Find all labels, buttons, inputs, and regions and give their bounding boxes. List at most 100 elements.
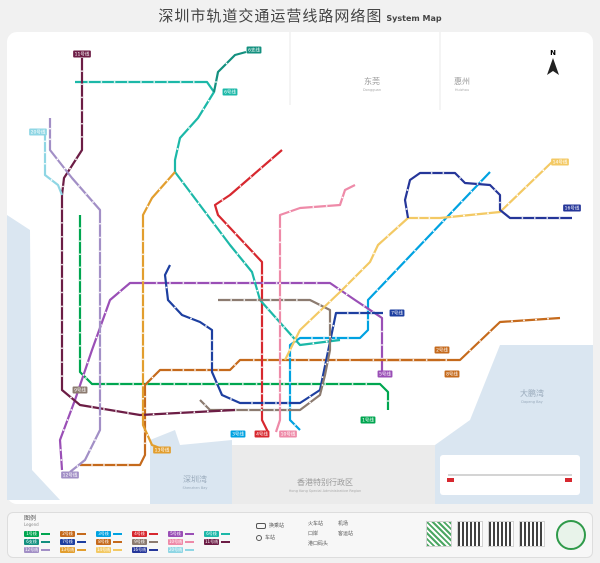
station-dot[interactable] [118,383,121,385]
station-dot[interactable] [325,205,328,207]
station-dot[interactable] [113,81,116,83]
station-dot[interactable] [451,210,454,213]
station-dot[interactable] [236,253,239,255]
station-dot[interactable] [190,317,192,320]
station-dot[interactable] [99,222,101,225]
station-dot[interactable] [558,217,561,219]
station-dot[interactable] [81,70,83,73]
station-dot[interactable] [99,236,101,239]
station-dot[interactable] [202,108,205,111]
station-dot[interactable] [260,167,263,169]
station-dot[interactable] [385,279,388,282]
station-dot[interactable] [289,369,291,371]
station-dot[interactable] [79,358,81,360]
station-dot[interactable] [222,282,225,284]
station-dot[interactable] [289,356,291,359]
station-dot[interactable] [487,212,489,215]
station-dot[interactable] [115,464,117,466]
station-dot[interactable] [417,217,420,219]
station-dot[interactable] [346,312,349,314]
station-dot[interactable] [151,376,154,379]
station-dot[interactable] [275,282,278,284]
station-dot[interactable] [329,300,331,303]
station-dot[interactable] [294,359,296,361]
station-dot[interactable] [337,383,340,385]
line-badge-20[interactable]: 20号线 [29,128,47,136]
station-dot[interactable] [445,359,448,361]
station-dot[interactable] [243,262,246,264]
station-dot[interactable] [63,167,66,170]
station-dot[interactable] [279,405,281,408]
station-dot[interactable] [127,412,129,414]
station-dot[interactable] [99,360,101,363]
station-dot[interactable] [79,266,81,269]
station-dot[interactable] [387,235,389,237]
station-dot[interactable] [289,394,291,396]
line-badge-4[interactable]: 4号线 [254,430,270,438]
station-dot[interactable] [66,419,69,421]
station-dot[interactable] [323,337,325,339]
station-dot[interactable] [249,282,251,284]
station-dot[interactable] [239,185,242,187]
station-dot[interactable] [289,282,291,284]
station-dot[interactable] [152,413,155,416]
station-dot[interactable] [279,282,281,285]
station-dot[interactable] [230,398,232,400]
station-dot[interactable] [142,253,144,256]
station-dot[interactable] [269,383,272,385]
station-dot[interactable] [365,383,368,385]
station-dot[interactable] [132,383,135,385]
station-dot[interactable] [261,313,263,316]
station-dot[interactable] [463,214,465,217]
metro-line-12[interactable] [48,118,102,473]
station-dot[interactable] [193,411,196,414]
metro-line-7[interactable] [163,264,383,405]
station-dot[interactable] [142,410,144,413]
station-dot[interactable] [195,282,198,284]
station-dot[interactable] [144,442,146,445]
station-dot[interactable] [294,424,296,426]
station-dot[interactable] [307,359,310,361]
station-dot[interactable] [358,312,361,314]
metro-line-14[interactable] [284,161,553,361]
station-dot[interactable] [188,127,190,129]
station-dot[interactable] [91,464,93,466]
station-dot[interactable] [399,359,401,361]
station-dot[interactable] [311,337,313,339]
station-dot[interactable] [494,189,496,191]
station-dot[interactable] [44,151,46,154]
station-dot[interactable] [547,317,549,320]
station-dot[interactable] [279,255,281,257]
station-dot[interactable] [261,405,263,408]
station-dot[interactable] [200,383,203,385]
station-dot[interactable] [144,419,146,421]
station-dot[interactable] [414,249,416,252]
station-dot[interactable] [327,350,329,353]
station-dot[interactable] [144,395,146,398]
station-dot[interactable] [142,292,144,295]
station-dot[interactable] [279,296,281,298]
station-dot[interactable] [211,360,213,363]
station-dot[interactable] [349,359,351,361]
station-dot[interactable] [82,374,85,376]
station-dot[interactable] [309,395,311,398]
station-dot[interactable] [479,180,482,183]
station-dot[interactable] [335,359,338,361]
line-badge-12[interactable]: 12号线 [61,471,79,479]
station-dot[interactable] [267,308,269,310]
station-dot[interactable] [516,194,519,197]
station-dot[interactable] [312,206,315,208]
station-dot[interactable] [142,319,144,321]
station-dot[interactable] [61,221,63,224]
station-dot[interactable] [324,383,327,385]
station-dot[interactable] [406,189,409,191]
station-dot[interactable] [279,227,281,230]
line-badge-8[interactable]: 8号线 [444,370,460,378]
station-dot[interactable] [489,330,491,333]
station-dot[interactable] [75,158,77,161]
station-dot[interactable] [256,299,259,301]
station-dot[interactable] [376,289,379,292]
station-dot[interactable] [405,208,408,210]
station-dot[interactable] [286,409,289,411]
station-dot[interactable] [159,383,162,385]
